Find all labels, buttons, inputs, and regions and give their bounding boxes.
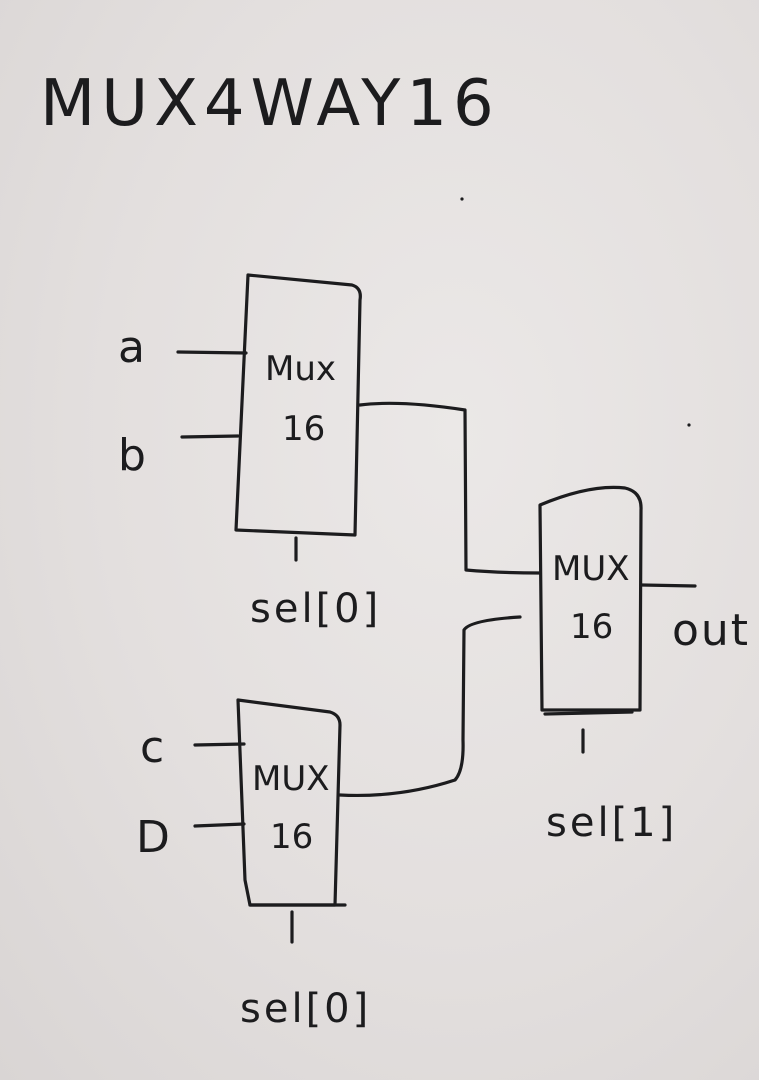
wire-bottom-to-right: [338, 615, 522, 797]
input-a-label: a: [118, 322, 145, 373]
input-d-label: D: [136, 812, 170, 863]
mux-bottom: MUX 16 sel[0]: [193, 698, 371, 1032]
mux-right-sel-label: sel[1]: [546, 800, 677, 846]
input-b-label: b: [118, 430, 146, 481]
input-c-label: c: [140, 722, 164, 773]
mux-bottom-box: [236, 698, 342, 907]
ink-dot: [687, 423, 691, 427]
diagram-title: MUX4WAY16: [40, 67, 500, 141]
output-label: out: [672, 605, 750, 656]
mux-bottom-sel-label: sel[0]: [240, 986, 371, 1032]
wire-out: [640, 583, 697, 588]
mux-right-base: [543, 710, 634, 716]
mux-top-sel-label: sel[0]: [250, 586, 381, 632]
ink-dot: [460, 197, 464, 201]
wire-top-to-right: [358, 401, 542, 575]
mux-right-width: 16: [570, 607, 613, 647]
wire-c: [193, 742, 246, 747]
mux-bottom-label: MUX: [252, 759, 330, 799]
mux-top-label: Mux: [265, 349, 336, 389]
mux-right-label: MUX: [552, 549, 630, 589]
wire-b: [180, 434, 240, 439]
wire-a: [176, 350, 248, 355]
mux-top-box: [234, 273, 362, 537]
mux-right-box: [538, 485, 643, 712]
mux-top: Mux 16 sel[0]: [176, 273, 381, 632]
mux-right: MUX 16 out sel[1]: [538, 485, 750, 846]
mux-bottom-width: 16: [270, 817, 313, 857]
mux-top-width: 16: [282, 409, 325, 449]
wire-d: [193, 822, 246, 828]
